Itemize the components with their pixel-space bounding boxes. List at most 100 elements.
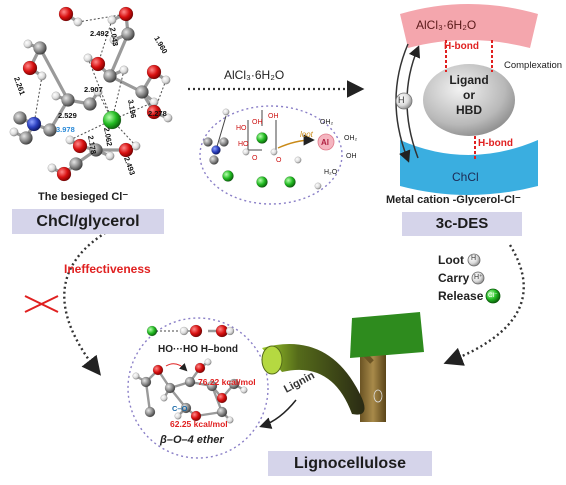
chcl-glycerol-box: ChCl/glycerol <box>12 209 164 234</box>
lignocellulose-tree <box>259 312 424 429</box>
carbon-atom <box>140 376 152 388</box>
nitrogen-atom <box>26 116 42 132</box>
hydroxyl-label: O <box>276 157 282 164</box>
release-badge-text: Cl⁻ <box>488 292 498 299</box>
complexation-label: Complexation <box>504 60 563 71</box>
aluminum-salt-band <box>400 4 538 48</box>
hydroxyl-label: HO <box>236 125 247 132</box>
oxygen-atom <box>189 324 203 338</box>
covalent-bond <box>144 380 152 414</box>
water-ligand-label: OH₂ <box>344 135 358 142</box>
des-structure-diagram <box>395 4 538 195</box>
hydrogen-bond <box>33 75 43 125</box>
lignin-fragment-model <box>132 324 248 424</box>
chain-bond <box>215 115 227 151</box>
hydrogen-atom <box>105 151 115 161</box>
carbon-atom <box>19 131 33 145</box>
oxygen-atom <box>146 104 162 120</box>
chloride-atom <box>146 325 158 337</box>
hydroxyl-label: OH <box>268 113 279 120</box>
oxygen-atom <box>194 362 206 374</box>
carbon-atom <box>184 376 196 388</box>
hydrogen-atom <box>93 87 103 97</box>
release-badge-icon <box>485 288 501 304</box>
oxygen-atom <box>190 410 202 422</box>
lignin-horn <box>262 344 365 415</box>
chloride-atom <box>256 132 268 144</box>
chloride-atom <box>256 176 268 188</box>
distance-label: 2.492 <box>90 29 109 38</box>
hydrogen-atom <box>65 135 75 145</box>
hydrogen-atom <box>23 39 33 49</box>
des-treatment-arrow <box>443 244 525 366</box>
oxygen-atom <box>90 56 106 72</box>
ineffective-arrow <box>63 228 111 376</box>
energy-62-label: 62.25 kcal/mol <box>170 419 228 429</box>
carbon-atom <box>228 378 240 390</box>
chcl-glycerol-cluster <box>9 6 173 182</box>
chcl-band <box>400 140 538 195</box>
loot-arrow <box>277 134 315 149</box>
ineffectiveness-label: Ineffectiveness <box>64 262 151 276</box>
ligand-label: Ligand or HBD <box>449 73 489 117</box>
carbon-atom <box>206 380 218 392</box>
lignin-horn-opening <box>261 345 283 375</box>
loot-word: loot <box>300 130 314 139</box>
covalent-bond <box>38 46 70 102</box>
hydrogen-atom <box>37 71 47 81</box>
tree-canopy <box>350 312 424 358</box>
carbon-atom <box>89 143 103 157</box>
right-caption: Metal cation -Glycerol-Cl⁻ <box>386 194 521 206</box>
hbond-bottom-label: H-bond <box>478 138 513 149</box>
hydrogen-atom <box>240 386 248 394</box>
carbon-atom <box>61 93 75 107</box>
carbon-atom <box>83 97 97 111</box>
hydrogen-atom <box>314 182 322 190</box>
trunk-knot <box>373 389 383 403</box>
chloride-atom <box>222 170 234 182</box>
hydrogen-bond <box>97 91 113 121</box>
lignocellulose-box: Lignocellulose <box>268 451 432 476</box>
hydrogen-atom <box>107 15 117 25</box>
carry-badge-text: H⁺ <box>474 274 483 281</box>
hydrogen-atom <box>51 91 61 101</box>
carbon-atom <box>69 157 83 171</box>
hydrogen-bond <box>77 13 127 23</box>
carry-label: Carry <box>438 271 470 285</box>
lignin-cleavage-circle <box>127 317 269 459</box>
top-band-label: AlCl₃·6H₂O <box>416 18 477 32</box>
reagent-label: AlCl₃·6H₂O <box>224 68 284 82</box>
hydrogen-atom <box>132 372 140 380</box>
aluminum-center <box>317 133 335 151</box>
distance-label: 2.261 <box>12 76 27 97</box>
loot-label: Loot <box>438 253 464 267</box>
ether-label: β–O–4 ether <box>160 434 224 446</box>
distance-label: 3.978 <box>56 125 75 134</box>
ligand-ellipse <box>423 64 515 136</box>
carbon-atom <box>180 402 192 414</box>
hydrogen-atom <box>161 75 171 85</box>
chloride-atom <box>284 176 296 188</box>
hydrogen-atom <box>204 358 212 366</box>
hydrogen-atom <box>242 148 250 156</box>
oxygen-atom <box>118 6 134 22</box>
carbon-atom <box>103 69 117 83</box>
oxygen-atom <box>152 364 164 376</box>
hydrogen-atom <box>222 108 230 116</box>
carbon-atom <box>135 85 149 99</box>
oxygen-atom <box>216 392 228 404</box>
chcl-band-label: ChCl <box>452 170 479 184</box>
hydrogen-atom <box>119 65 129 75</box>
hydrogen-atom <box>73 17 83 27</box>
carbon-atom <box>33 41 47 55</box>
hydrogen-atom <box>179 326 189 336</box>
distance-label: 3.196 <box>126 99 138 119</box>
loot-badge-icon <box>467 253 481 267</box>
distance-label: 2.178 <box>86 135 98 155</box>
release-label: Release <box>438 289 484 303</box>
chloride-atom <box>102 110 122 130</box>
tree-trunk <box>360 350 386 422</box>
left-caption: The besieged Cl⁻ <box>38 191 129 203</box>
hydrogen-atom <box>109 35 119 45</box>
cleavage-arrow <box>165 362 188 372</box>
